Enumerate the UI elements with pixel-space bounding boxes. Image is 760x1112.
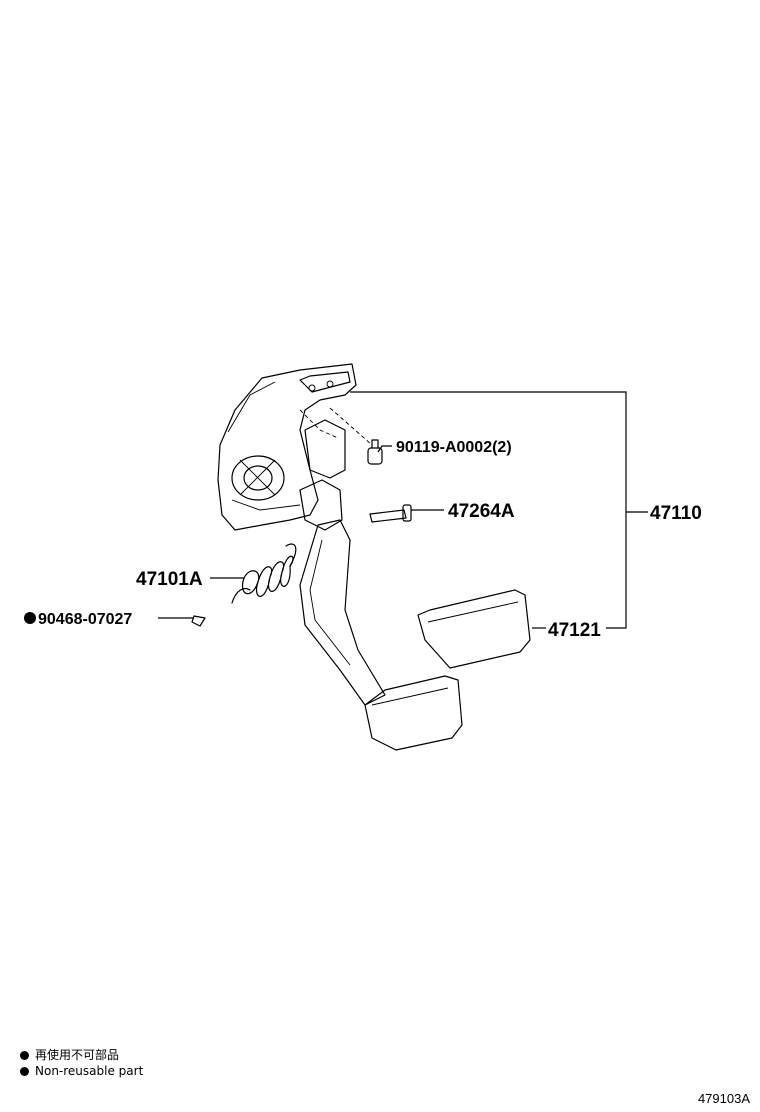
legend-english: Non-reusable part — [20, 1064, 143, 1078]
callout-spring: 47101A — [136, 569, 203, 590]
callout-pin: 47264A — [448, 501, 515, 522]
non-reusable-marker — [24, 612, 36, 624]
legend-text-en: Non-reusable part — [35, 1064, 144, 1078]
pedal-bracket — [217, 363, 357, 531]
pedal-arm — [299, 519, 386, 706]
figure-id: 479103A — [697, 1091, 750, 1106]
legend-japanese: 再使用不可部品 — [20, 1046, 119, 1063]
callout-pedal-assembly: 47110 — [650, 503, 702, 524]
clip-part — [191, 615, 206, 627]
callout-bolt: 90119-A0002(2) — [396, 439, 512, 456]
bullet-icon — [20, 1051, 29, 1060]
bullet-icon — [20, 1067, 29, 1076]
legend-text-ja: 再使用不可部品 — [35, 1048, 120, 1062]
leader-lines — [158, 391, 648, 629]
mounted-pedal-pad — [364, 675, 463, 751]
bolt-part — [299, 407, 383, 465]
callout-pad: 47121 — [548, 620, 601, 641]
pedal-pad — [417, 589, 531, 669]
return-spring — [231, 543, 297, 604]
callout-clip: 90468-07027 — [38, 611, 132, 628]
pin-part — [369, 504, 412, 523]
